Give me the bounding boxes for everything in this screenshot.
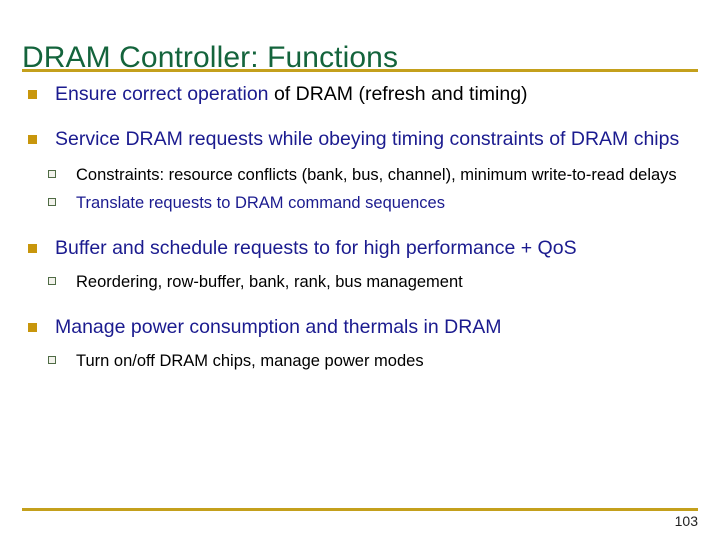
- bullet-item-level2: Constraints: resource conflicts (bank, b…: [0, 164, 720, 186]
- bullet-item-level1: Service DRAM requests while obeying timi…: [0, 127, 720, 152]
- spacer: [0, 340, 720, 350]
- bullet-item-level1: Manage power consumption and thermals in…: [0, 315, 720, 340]
- slide-number: 103: [674, 513, 698, 529]
- bullet-item-level2: Reordering, row-buffer, bank, rank, bus …: [0, 271, 720, 293]
- title-divider: [22, 69, 698, 72]
- bullet-text-run: Service DRAM requests while obeying timi…: [55, 128, 680, 150]
- filled-square-bullet-icon: [28, 323, 37, 332]
- filled-square-bullet-icon: [28, 90, 37, 99]
- filled-square-bullet-icon: [28, 244, 37, 253]
- spacer: [0, 107, 720, 127]
- bullet-text-run: Buffer and schedule requests to for high…: [55, 237, 577, 259]
- bullet-item-level1: Ensure correct operation of DRAM (refres…: [0, 82, 720, 107]
- hollow-square-bullet-icon: [48, 277, 56, 285]
- bullet-text-run: Constraints: resource conflicts (bank, b…: [76, 166, 677, 184]
- hollow-square-bullet-icon: [48, 198, 56, 206]
- page-title: DRAM Controller: Functions: [22, 41, 399, 75]
- bullet-item-level1: Buffer and schedule requests to for high…: [0, 236, 720, 261]
- spacer: [0, 152, 720, 164]
- spacer: [0, 293, 720, 315]
- bullet-item-level2: Turn on/off DRAM chips, manage power mod…: [0, 350, 720, 372]
- filled-square-bullet-icon: [28, 135, 37, 144]
- hollow-square-bullet-icon: [48, 170, 56, 178]
- bullet-text-run: Manage power consumption and thermals in…: [55, 316, 502, 338]
- bullet-item-level2: Translate requests to DRAM command seque…: [0, 192, 720, 214]
- slide-body: Ensure correct operation of DRAM (refres…: [0, 82, 720, 372]
- spacer: [0, 214, 720, 236]
- bullet-text-run: Turn on/off DRAM chips, manage power mod…: [76, 352, 424, 370]
- hollow-square-bullet-icon: [48, 356, 56, 364]
- spacer: [0, 261, 720, 271]
- bullet-text-run: Reordering, row-buffer, bank, rank, bus …: [76, 273, 463, 291]
- bullet-text-run: Translate requests to DRAM command seque…: [76, 194, 445, 212]
- footer-divider: [22, 508, 698, 511]
- bullet-text-run: Ensure correct operation: [55, 83, 274, 105]
- bullet-text-run: of DRAM (refresh and timing): [273, 83, 528, 105]
